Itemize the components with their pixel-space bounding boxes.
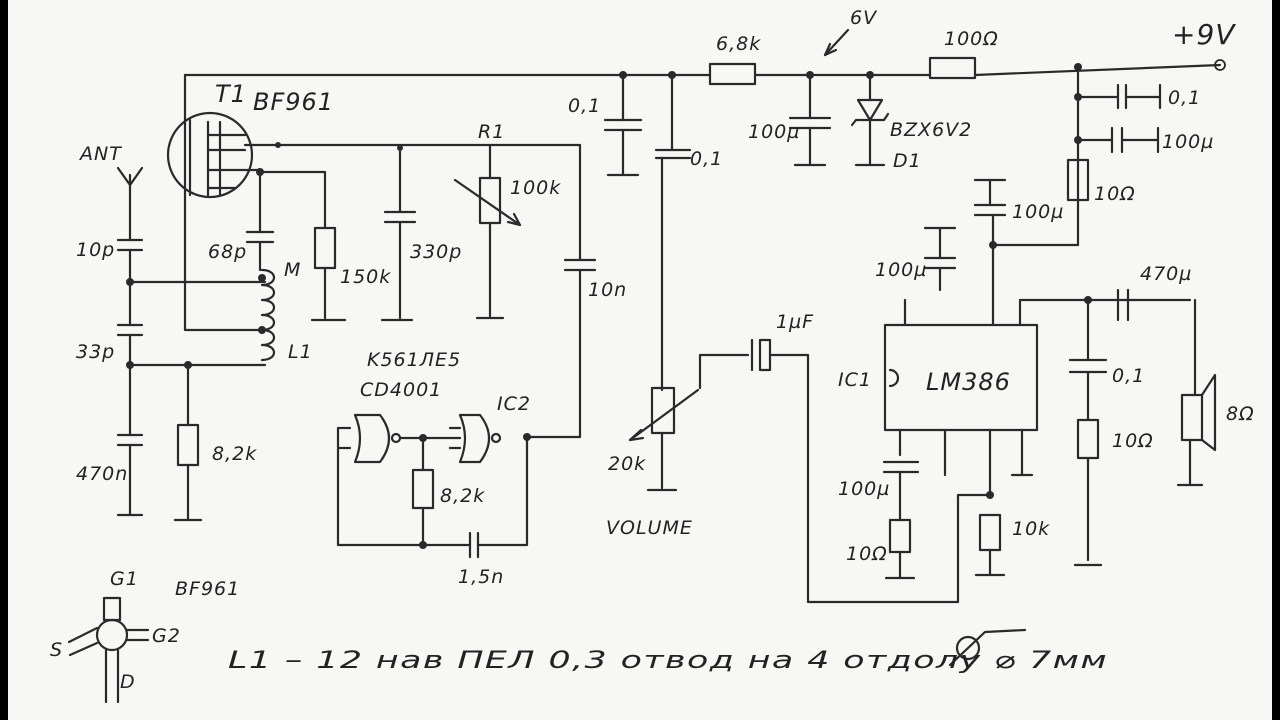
label-volume: VOLUME [606, 517, 693, 539]
label-0-1-b: 0,1 [690, 148, 723, 170]
label-bzx6v2: BZX6V2 [890, 119, 972, 141]
input-ladder [116, 238, 267, 522]
speaker [1176, 373, 1217, 487]
cap-68p [245, 168, 275, 272]
cap-1uf [698, 338, 772, 390]
coil-l1 [258, 268, 276, 362]
label-pin-s: S [50, 639, 63, 661]
label-68p: 68p [208, 241, 247, 263]
label-1-5n: 1,5n [458, 566, 504, 588]
r1-pot [453, 143, 597, 439]
label-8-2k-b: 8,2k [440, 485, 485, 507]
label-10-ohm-a: 10Ω [1094, 183, 1136, 205]
label-t1: T1 [215, 80, 247, 108]
label-10p: 10p [76, 239, 115, 261]
label-pin-part: BF961 [175, 578, 240, 600]
label-ant: ANT [78, 143, 122, 165]
cap-100u-a [788, 73, 832, 167]
lm386-ic [883, 298, 1192, 497]
label-pin-d: D [120, 671, 136, 693]
label-l1: L1 [288, 341, 313, 363]
t1-transistor [166, 73, 582, 332]
label-100-ohm: 100Ω [944, 28, 999, 50]
resistor-6-8k [708, 62, 757, 86]
label-100k: 100k [510, 177, 561, 199]
label-r1: R1 [478, 121, 505, 143]
decoupling-right [993, 65, 1162, 247]
label-470n: 470n [76, 463, 128, 485]
ic-bottom-parts [768, 353, 1006, 604]
label-10n: 10n [588, 279, 627, 301]
label-100u-e: 100µ [838, 478, 890, 500]
label-100u-c: 100µ [1012, 201, 1064, 223]
antenna [116, 166, 144, 242]
schematic-drawing: T1 BF961 ANT 10p 33p 470n 68p M L1 8,2k … [50, 7, 1255, 704]
label-6-8k: 6,8k [716, 33, 761, 55]
ic2-gates [336, 413, 531, 559]
label-ic2: IC2 [497, 393, 531, 415]
cap-0-1-b [654, 73, 692, 392]
label-100u-d: 100µ [875, 259, 927, 281]
cap-0-1-a [603, 73, 643, 177]
label-pin-g2: G2 [152, 625, 181, 647]
coil-note: L1 – 12 нав ПЕЛ 0,3 отвод на 4 отдолу ⌀ … [228, 646, 1108, 674]
cap-330p [380, 146, 417, 322]
label-20k: 20k [608, 453, 646, 475]
label-10-ohm-c: 10Ω [846, 543, 888, 565]
label-0-1-d: 0,1 [1112, 365, 1145, 387]
label-150k: 150k [340, 266, 391, 288]
label-t1-part: BF961 [253, 88, 334, 116]
label-8-ohm: 8Ω [1226, 403, 1255, 425]
label-0-1-a: 0,1 [568, 95, 601, 117]
resistor-150k [258, 170, 347, 322]
label-1uf: 1µF [776, 311, 814, 333]
label-100u-b: 100µ [1162, 131, 1214, 153]
label-mu: M [284, 259, 301, 281]
bf961-pinout [67, 596, 150, 704]
label-d1: D1 [893, 150, 922, 172]
output-network [1068, 288, 1197, 567]
label-pin-g1: G1 [110, 568, 139, 590]
label-33p: 33p [76, 341, 115, 363]
label-6v: 6V [850, 7, 878, 29]
schematic-paper: T1 BF961 ANT 10p 33p 470n 68p M L1 8,2k … [8, 0, 1272, 720]
label-cd4001: CD4001 [360, 379, 442, 401]
label-0-1-c: 0,1 [1168, 87, 1201, 109]
resistor-100-ohm [928, 56, 977, 80]
label-330p: 330p [410, 241, 462, 263]
label-100u-a: 100µ [748, 121, 800, 143]
label-ic1: IC1 [838, 369, 872, 391]
label-plus-9v: +9V [1172, 18, 1236, 51]
v6-arrow [823, 28, 850, 57]
diameter-symbol [948, 628, 1027, 667]
cap-100u-c [903, 226, 957, 327]
power-rail [183, 59, 1226, 79]
zener-d1 [850, 73, 890, 167]
label-k561: K561ЛЕ5 [367, 349, 461, 371]
volume-pot [628, 386, 700, 492]
label-10k: 10k [1012, 518, 1050, 540]
label-lm386: LM386 [926, 368, 1011, 396]
label-8-2k-a: 8,2k [212, 443, 257, 465]
cap-100u-b [973, 178, 1007, 327]
label-10-ohm-b: 10Ω [1112, 430, 1154, 452]
label-470u: 470µ [1140, 263, 1192, 285]
